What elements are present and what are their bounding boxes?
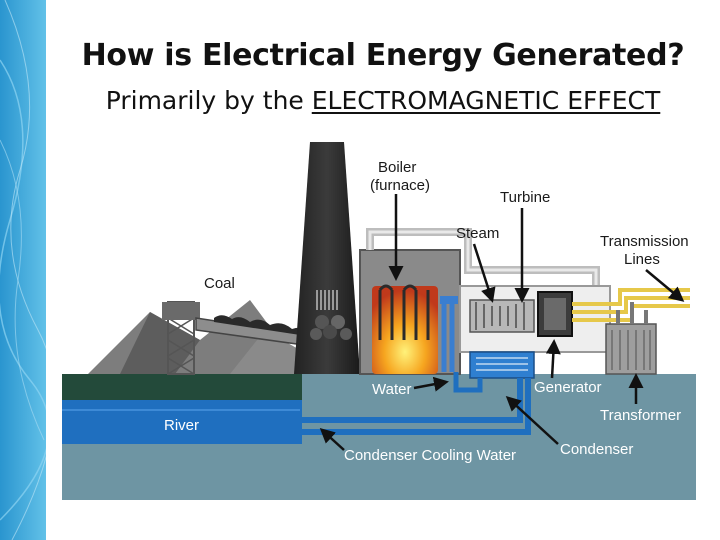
grass-strip	[62, 374, 302, 400]
label-transformer: Transformer	[600, 407, 681, 424]
label-boiler-line2: (furnace)	[370, 177, 430, 194]
arrow-transmission	[645, 269, 685, 302]
label-generator: Generator	[534, 379, 602, 396]
label-condenser: Condenser	[560, 441, 633, 458]
boiler-water-tubes	[441, 300, 455, 372]
slide-subtitle: Primarily by the ELECTROMAGNETIC EFFECT	[46, 86, 720, 115]
conveyor-tower-bracing	[167, 317, 195, 375]
condenser-cooling-loop	[300, 378, 531, 435]
condenser	[469, 351, 535, 379]
arrow-cooling-water	[319, 427, 345, 451]
conveyor-hopper	[162, 302, 200, 320]
chimney-stripes	[316, 290, 338, 310]
arrow-water	[413, 376, 449, 392]
arrow-condenser	[505, 395, 559, 445]
feedwater-pipe	[453, 372, 483, 393]
arrow-generator	[545, 339, 561, 379]
transformer	[605, 323, 657, 375]
label-turbine: Turbine	[500, 189, 550, 206]
boiler-tubes	[378, 290, 430, 340]
left-decorative-band	[0, 0, 46, 540]
label-transmission-line2: Lines	[624, 251, 660, 268]
label-coal: Coal	[204, 275, 235, 292]
label-river: River	[164, 417, 199, 434]
river-band	[62, 400, 302, 444]
label-transmission-line1: Transmission	[600, 233, 689, 250]
subtitle-emphasis: ELECTROMAGNETIC EFFECT	[311, 86, 661, 115]
subtitle-prefix: Primarily by the	[105, 86, 312, 115]
arrow-steam	[472, 243, 496, 303]
chimney	[294, 142, 360, 374]
label-boiler-line1: Boiler	[378, 159, 416, 176]
coal-pile-shade	[120, 312, 200, 374]
slide-title: How is Electrical Energy Generated?	[81, 38, 685, 73]
conveyor-coal	[214, 315, 320, 338]
label-steam: Steam	[456, 225, 499, 242]
label-condenser-cooling-water: Condenser Cooling Water	[344, 447, 516, 464]
coal-pile-right	[230, 330, 305, 374]
label-water: Water	[372, 381, 411, 398]
